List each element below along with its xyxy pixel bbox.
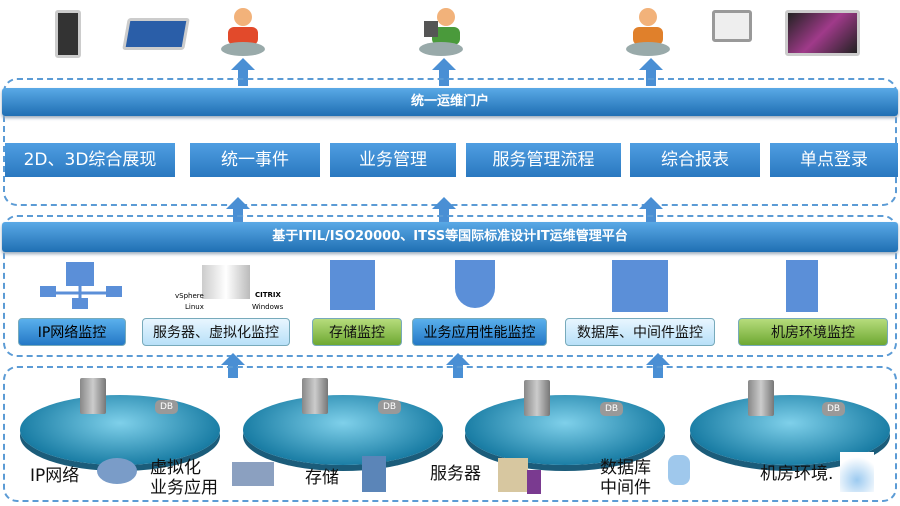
- server-cluster-icon: [202, 265, 250, 299]
- server-rack-icon: [498, 458, 528, 492]
- shield-icon: [455, 260, 495, 308]
- desktop-device: [712, 10, 752, 42]
- db-badge: DB: [378, 400, 402, 414]
- db-badge: DB: [600, 402, 624, 416]
- cubes-icon: [612, 260, 668, 312]
- router-icon: [97, 458, 137, 484]
- virtual-app-icon: [232, 462, 274, 486]
- portal-function-event: 统一事件: [190, 143, 320, 177]
- user-icon: [625, 5, 671, 57]
- citrix-label: CITRIX: [255, 291, 281, 299]
- phone-device: [55, 10, 81, 58]
- monitor-database-middleware: 数据库、中间件监控: [565, 318, 715, 346]
- platform-title-bar: 基于ITIL/ISO20000、ITSS等国际标准设计IT运维管理平台: [2, 222, 898, 252]
- monitor-ip-network: IP网络监控: [18, 318, 126, 346]
- server-icon: [80, 378, 106, 414]
- network-icon: [40, 262, 122, 309]
- resource-server: 服务器: [430, 464, 481, 484]
- resource-cluster: [243, 395, 443, 465]
- resource-ip-network: IP网络: [30, 466, 80, 486]
- database-icon: [330, 260, 375, 310]
- purple-server-icon: [527, 470, 541, 494]
- server-icon: [524, 380, 550, 416]
- db-badge: DB: [822, 402, 846, 416]
- resource-cluster: [465, 395, 665, 465]
- portal-title-bar: 统一运维门户: [2, 88, 898, 116]
- rack-icon: [786, 260, 818, 312]
- resource-storage: 存储: [305, 468, 339, 488]
- portal-function-3d: 2D、3D综合展现: [5, 143, 175, 177]
- tablet-device: [122, 18, 190, 50]
- resource-cluster: [20, 395, 220, 465]
- vsphere-label: vSphere: [175, 292, 204, 300]
- resource-virtualization: 虚拟化 业务应用: [150, 458, 218, 498]
- monitor-server-virtualization: 服务器、虚拟化监控: [142, 318, 290, 346]
- server-icon: [748, 380, 774, 416]
- db-badge: DB: [155, 400, 179, 414]
- storage-icon: [362, 456, 386, 492]
- user-icon: [220, 5, 266, 57]
- portal-function-business: 业务管理: [330, 143, 456, 177]
- monitor-app-performance: 业务应用性能监控: [412, 318, 547, 346]
- antenna-icon: [840, 452, 874, 492]
- resource-layer: [3, 366, 897, 502]
- resource-database-middleware: 数据库 中间件: [600, 458, 651, 498]
- monitor-storage: 存储监控: [312, 318, 402, 346]
- database-cylinders-icon: [668, 455, 690, 485]
- monitor-datacenter-env: 机房环境监控: [738, 318, 888, 346]
- windows-label: Windows: [252, 303, 284, 311]
- tv-device: [785, 10, 860, 56]
- user-icon: [418, 5, 464, 57]
- portal-function-sso: 单点登录: [770, 143, 898, 177]
- resource-datacenter-env: 机房环境.: [760, 464, 834, 484]
- server-icon: [302, 378, 328, 414]
- portal-function-process: 服务管理流程: [466, 143, 621, 177]
- linux-label: Linux: [185, 303, 204, 311]
- portal-function-report: 综合报表: [630, 143, 760, 177]
